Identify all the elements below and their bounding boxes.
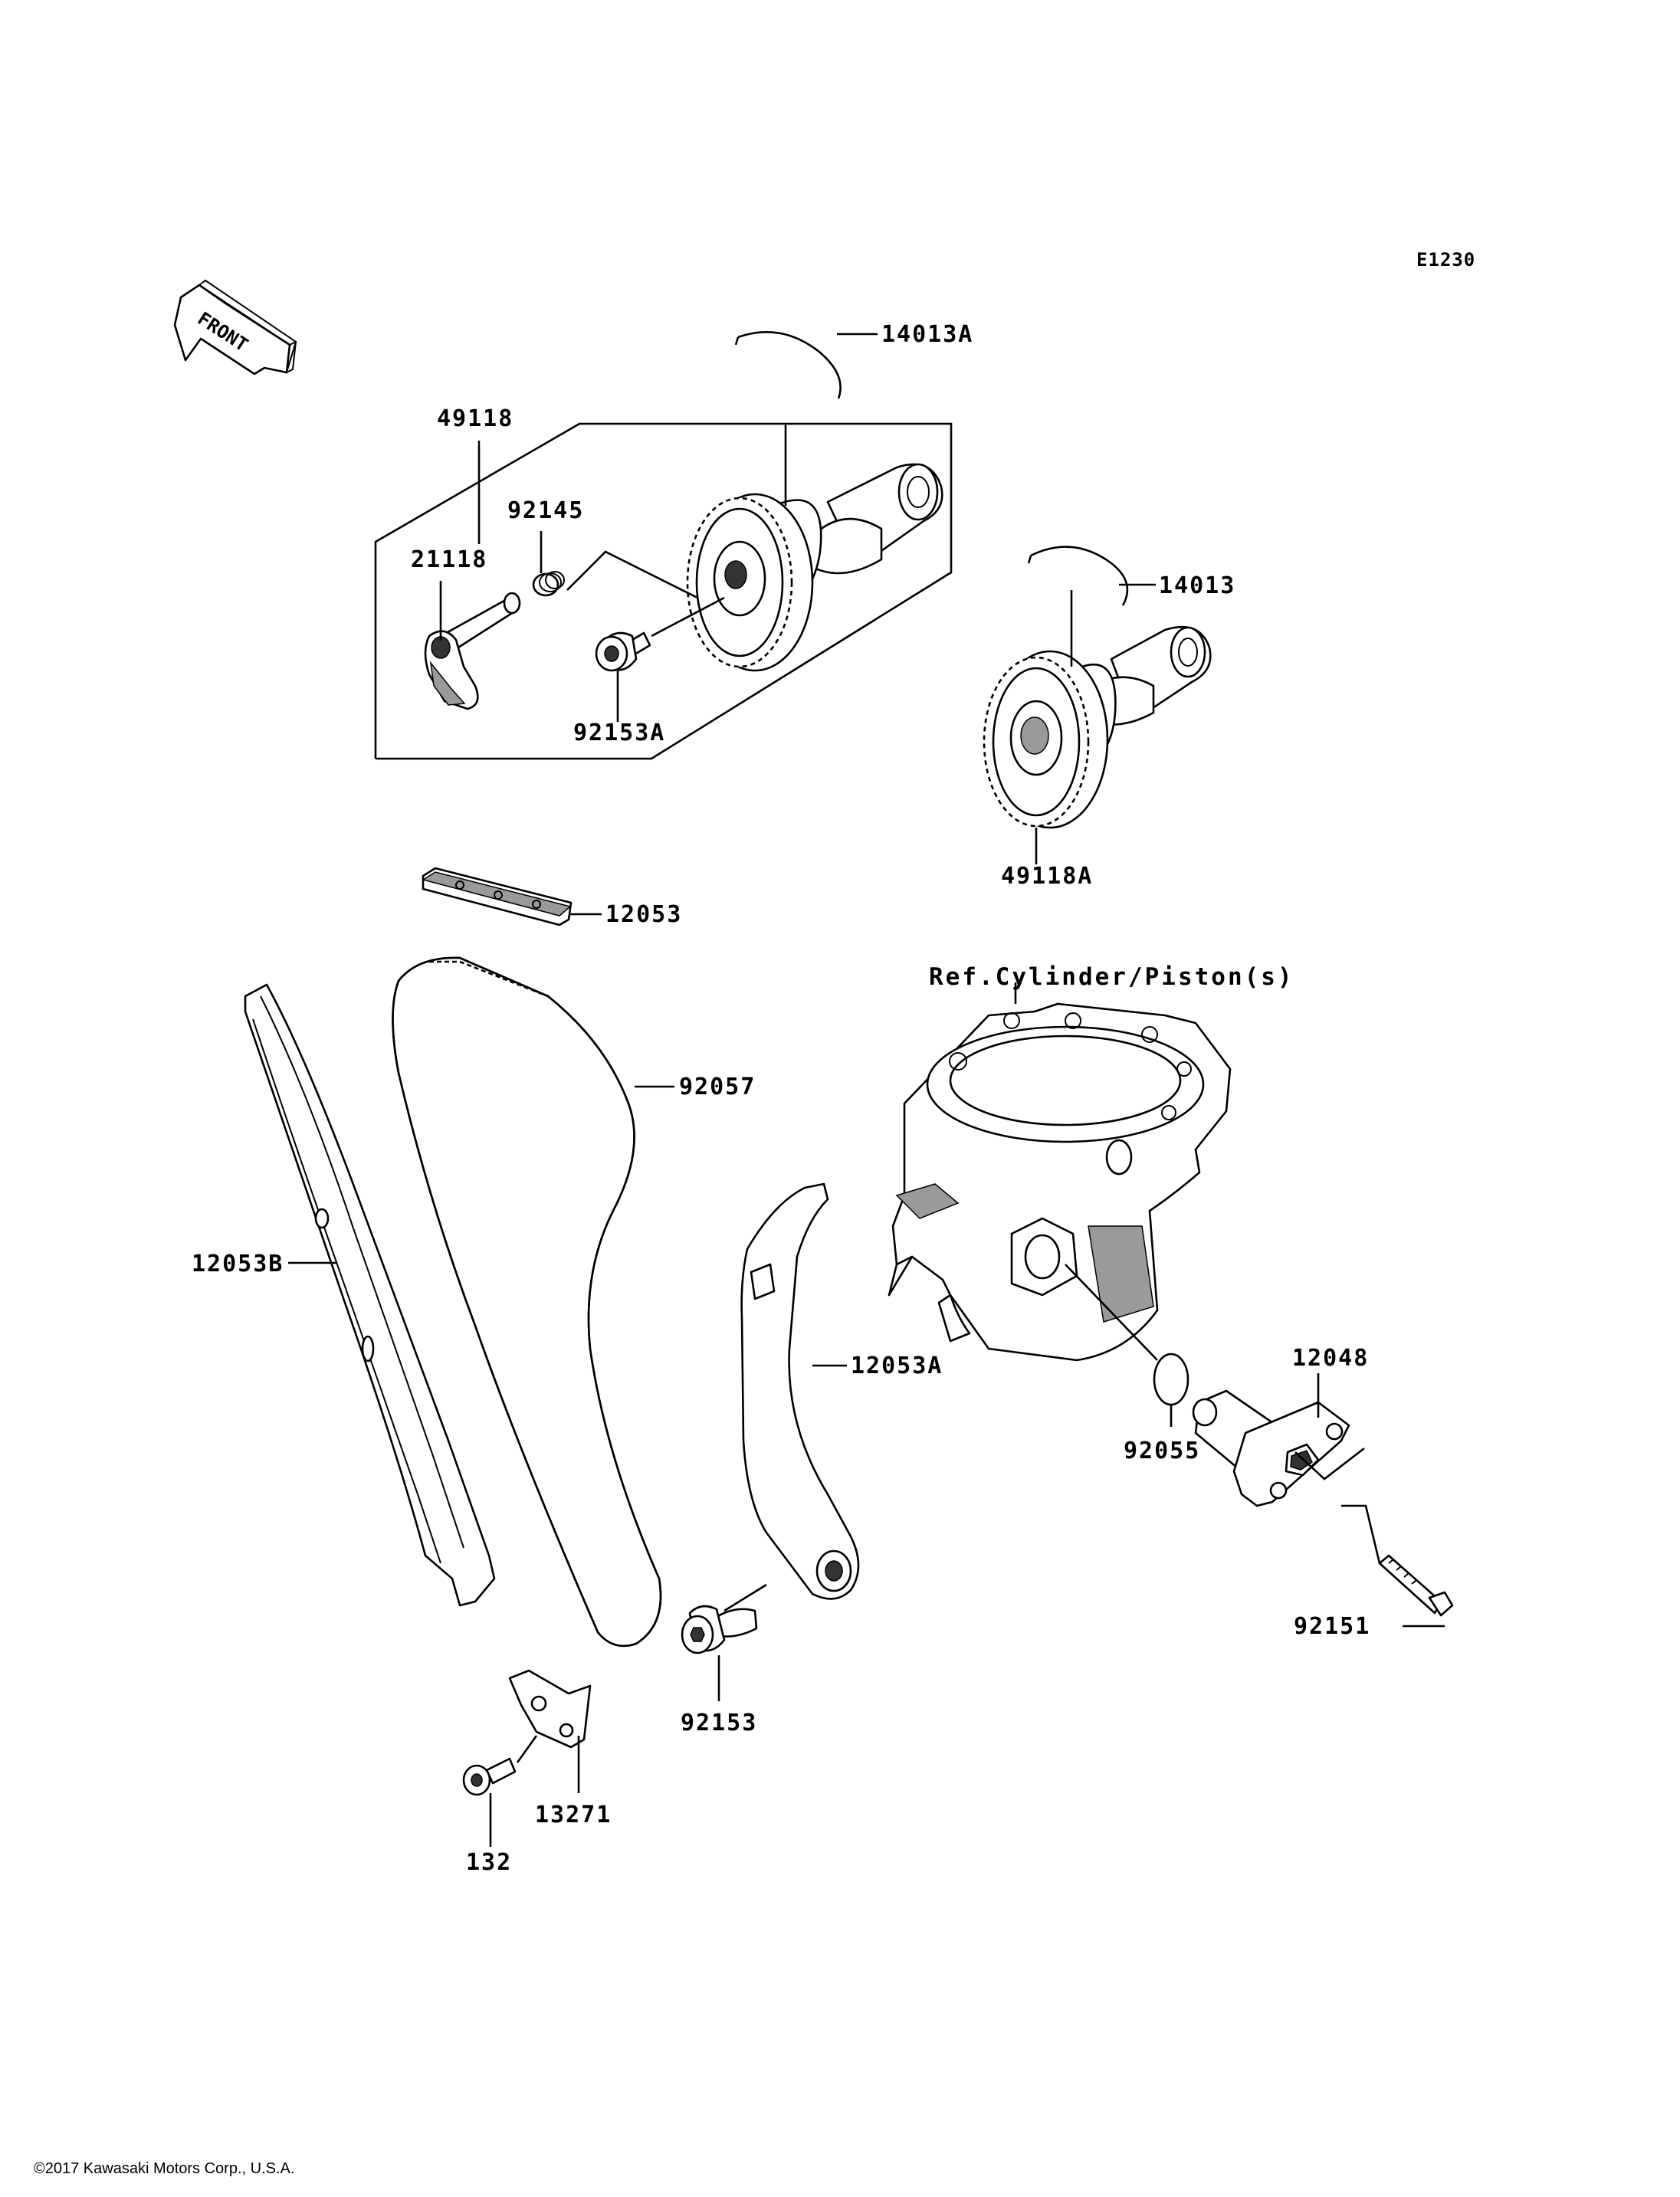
bolt-92151-icon	[1378, 1554, 1454, 1617]
reference-note: Ref.Cylinder/Piston(s)	[929, 963, 1294, 991]
part-label-12048[interactable]: 12048	[1292, 1345, 1369, 1372]
intake-sprocket-icon	[686, 493, 814, 672]
exhaust-sprocket-icon	[983, 650, 1109, 829]
part-label-92145[interactable]: 92145	[507, 497, 584, 524]
camshaft-assembly-box	[374, 422, 953, 760]
part-label-92055[interactable]: 92055	[1124, 1438, 1200, 1464]
cam-chain-icon	[392, 956, 662, 1648]
tensioner-guide-icon	[740, 1182, 860, 1600]
front-direction-arrow: FRONT	[173, 279, 297, 375]
copyright-notice: ©2017 Kawasaki Motors Corp., U.S.A.	[34, 2160, 294, 2177]
circlip-14013-icon	[1027, 546, 1129, 606]
cylinder-reference-icon	[888, 1002, 1232, 1362]
leader-lines	[288, 333, 1445, 1847]
chain-tensioner-icon	[1192, 1389, 1350, 1507]
plate-13271-icon	[508, 1669, 592, 1749]
part-label-92153A[interactable]: 92153A	[573, 720, 665, 746]
part-label-13271[interactable]: 13271	[535, 1802, 612, 1828]
part-label-92151[interactable]: 92151	[1294, 1613, 1370, 1640]
diagram-code: E1230	[1416, 249, 1475, 271]
intake-camshaft-icon	[686, 463, 943, 672]
upper-chain-guide-icon	[422, 867, 573, 926]
bolt-92153-icon	[681, 1605, 758, 1654]
bolt-92153A-icon	[595, 631, 651, 672]
exhaust-camshaft-icon	[983, 625, 1212, 829]
part-label-12053B[interactable]: 12053B	[192, 1251, 284, 1277]
part-label-14013[interactable]: 14013	[1159, 572, 1235, 599]
bolt-132-icon	[462, 1757, 517, 1796]
spring-92145-icon	[532, 571, 565, 597]
part-label-12053[interactable]: 12053	[605, 901, 682, 928]
part-labels: 49118 14013A 92145 21118 92153A 14013 49…	[192, 321, 1370, 1876]
part-label-49118[interactable]: 49118	[437, 405, 514, 432]
part-label-21118[interactable]: 21118	[411, 546, 487, 573]
chain-links-top-icon	[429, 960, 549, 998]
part-label-92153[interactable]: 92153	[681, 1710, 757, 1736]
part-label-14013A[interactable]: 14013A	[881, 321, 973, 348]
rear-chain-guide-icon	[244, 983, 496, 1607]
circlip-14013A-icon	[734, 331, 842, 399]
part-label-49118A[interactable]: 49118A	[1001, 863, 1093, 890]
part-label-132[interactable]: 132	[466, 1849, 512, 1876]
part-label-12053A[interactable]: 12053A	[851, 1353, 943, 1379]
decompressor-lever-icon	[424, 592, 521, 710]
o-ring-92055-icon	[1153, 1353, 1189, 1406]
part-label-92057[interactable]: 92057	[679, 1074, 756, 1100]
